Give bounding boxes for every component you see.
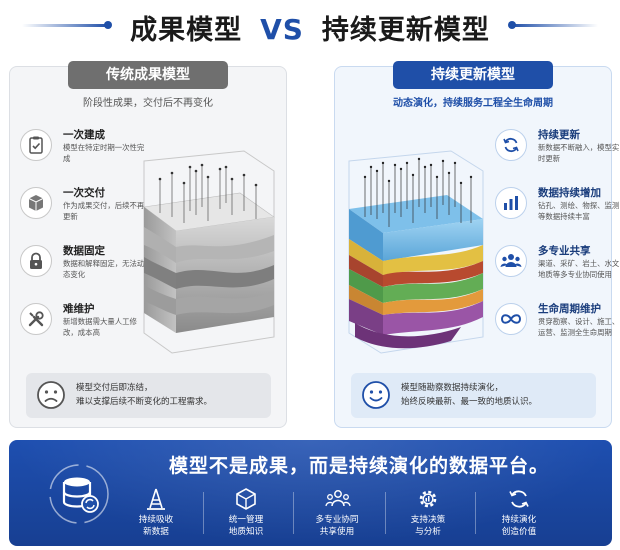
feature-title: 多专业共享 bbox=[538, 245, 591, 257]
feature-title: 持续更新 bbox=[538, 129, 580, 141]
banner-item-line1: 多专业协同 bbox=[315, 515, 359, 525]
banner-item-line2: 创造价值 bbox=[501, 527, 537, 537]
feature-desc: 新增数据需大量人工修改，成本高 bbox=[63, 317, 137, 337]
box-icon bbox=[20, 187, 52, 219]
note-text: 模型随勘察数据持续演化， 始终反映最新、最一致的地质认识。 bbox=[401, 381, 591, 409]
header: 成果模型 VS 持续更新模型 bbox=[0, 0, 620, 52]
people-icon bbox=[495, 245, 527, 277]
banner-item-line1: 支持决策 bbox=[410, 515, 446, 525]
refresh-icon bbox=[495, 129, 527, 161]
feature-item: 难维护 新增数据需大量人工修改，成本高 bbox=[20, 301, 156, 357]
banner-item: 持续吸收 新数据 bbox=[115, 488, 197, 542]
infinity-icon bbox=[495, 303, 527, 335]
bar-chart-icon bbox=[495, 187, 527, 219]
gear-chart-icon bbox=[416, 488, 440, 510]
sad-face-icon bbox=[36, 380, 66, 410]
feature-desc: 钻孔、测绘、物探、监测等数据持续丰富 bbox=[538, 201, 620, 221]
feature-item: 持续更新 新数据不断融入，模型实时更新 bbox=[495, 127, 620, 183]
banner-item-line2: 新数据 bbox=[143, 527, 169, 537]
panel-subtitle: 阶段性成果，交付后不再变化 bbox=[83, 98, 213, 109]
panel-subtitle: 动态演化，持续服务工程全生命周期 bbox=[393, 98, 553, 109]
feature-desc: 新数据不断融入，模型实时更新 bbox=[538, 143, 620, 163]
feature-title: 难维护 bbox=[63, 303, 95, 315]
database-sync-icon bbox=[47, 462, 111, 526]
page-title: 成果模型 VS 持续更新模型 bbox=[0, 8, 620, 47]
note-line-2: 难以支撑后续不断变化的工程需求。 bbox=[76, 397, 213, 407]
banner-item: 支持决策 与分析 bbox=[387, 488, 469, 542]
bottom-banner: 模型不是成果，而是持续演化的数据平台。 持续吸收 新数据 统一管理 地质知识 多… bbox=[9, 440, 612, 546]
feature-item: 一次交付 作为成果交付，后续不再更新 bbox=[20, 185, 156, 241]
title-right: 持续更新模型 bbox=[321, 15, 490, 46]
feature-title: 一次建成 bbox=[63, 129, 105, 141]
cycle-icon bbox=[507, 488, 531, 510]
drill-rig-icon bbox=[144, 488, 168, 510]
cube-icon bbox=[234, 488, 258, 510]
banner-item-line1: 统一管理 bbox=[228, 515, 264, 525]
feature-desc: 模型在特定时期一次性完成 bbox=[63, 143, 145, 163]
panel-tag: 持续更新模型 bbox=[393, 61, 553, 89]
static-geology-block-image bbox=[132, 127, 282, 363]
feature-item: 数据固定 数据和解释固定，无法动态变化 bbox=[20, 243, 156, 299]
banner-item-line2: 共享使用 bbox=[319, 527, 355, 537]
banner-item-line1: 持续演化 bbox=[501, 515, 537, 525]
title-vs: VS bbox=[260, 13, 304, 46]
feature-desc: 作为成果交付，后续不再更新 bbox=[63, 201, 145, 221]
note-line-1: 模型交付后即冻结， bbox=[76, 383, 153, 393]
feature-item: 多专业共享 渠道、采矿、岩土、水文地质等多专业协同使用 bbox=[495, 243, 620, 299]
banner-divider bbox=[203, 492, 204, 534]
smile-face-icon bbox=[361, 380, 391, 410]
banner-divider bbox=[385, 492, 386, 534]
banner-item-line2: 与分析 bbox=[415, 527, 441, 537]
feature-title: 生命周期维护 bbox=[538, 303, 601, 315]
feature-title: 一次交付 bbox=[63, 187, 105, 199]
tools-icon bbox=[20, 303, 52, 335]
summary-note: 模型交付后即冻结， 难以支撑后续不断变化的工程需求。 bbox=[26, 373, 271, 418]
summary-note: 模型随勘察数据持续演化， 始终反映最新、最一致的地质认识。 bbox=[351, 373, 596, 418]
feature-item: 生命周期维护 贯穿勘察、设计、施工、运营、监测全生命周期 bbox=[495, 301, 620, 357]
feature-item: 数据持续增加 钻孔、测绘、物探、监测等数据持续丰富 bbox=[495, 185, 620, 241]
team-icon bbox=[325, 488, 351, 510]
continuous-model-panel: 持续更新模型 动态演化，持续服务工程全生命周期 bbox=[334, 61, 619, 428]
banner-divider bbox=[475, 492, 476, 534]
feature-desc: 渠道、采矿、岩土、水文地质等多专业协同使用 bbox=[538, 259, 620, 279]
feature-desc: 贯穿勘察、设计、施工、运营、监测全生命周期 bbox=[538, 317, 620, 337]
traditional-model-panel: 传统成果模型 阶段性成果，交付后不再变化 一次建成 模型在特定时期一次性完成 一… bbox=[9, 61, 287, 428]
feature-desc: 数据和解释固定，无法动态变化 bbox=[63, 259, 145, 279]
feature-title: 数据固定 bbox=[63, 245, 105, 257]
panel-tag: 传统成果模型 bbox=[68, 61, 228, 89]
header-decoration-left bbox=[22, 21, 112, 29]
dynamic-geology-block-image bbox=[341, 127, 491, 363]
title-left: 成果模型 bbox=[130, 15, 243, 46]
note-line-2: 始终反映最新、最一致的地质认识。 bbox=[401, 397, 538, 407]
feature-item: 一次建成 模型在特定时期一次性完成 bbox=[20, 127, 156, 183]
feature-title: 数据持续增加 bbox=[538, 187, 601, 199]
banner-item: 多专业协同 共享使用 bbox=[296, 488, 378, 542]
banner-item-line1: 持续吸收 bbox=[138, 515, 174, 525]
banner-item-line2: 地质知识 bbox=[228, 527, 264, 537]
banner-divider bbox=[293, 492, 294, 534]
banner-item: 统一管理 地质知识 bbox=[205, 488, 287, 542]
banner-title: 模型不是成果，而是持续演化的数据平台。 bbox=[168, 455, 549, 477]
note-text: 模型交付后即冻结， 难以支撑后续不断变化的工程需求。 bbox=[76, 381, 266, 409]
banner-item: 持续演化 创造价值 bbox=[478, 488, 560, 542]
lock-icon bbox=[20, 245, 52, 277]
note-line-1: 模型随勘察数据持续演化， bbox=[401, 383, 504, 393]
clipboard-check-icon bbox=[20, 129, 52, 161]
header-decoration-right bbox=[508, 21, 598, 29]
